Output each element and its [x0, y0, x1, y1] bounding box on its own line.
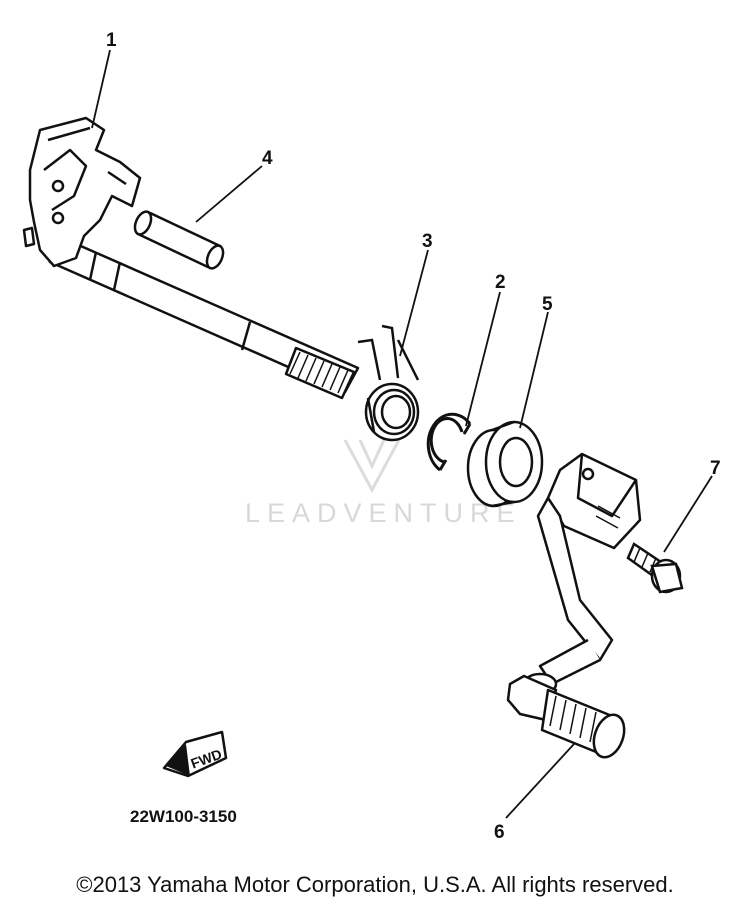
copyright-notice: ©2013 Yamaha Motor Corporation, U.S.A. A…: [76, 872, 674, 897]
leader-2: [465, 291, 501, 427]
fwd-arrow-icon: FWD: [162, 730, 228, 778]
callout-3: 3: [422, 231, 433, 252]
part-6-shift-pedal: [506, 452, 642, 759]
callout-7: 7: [710, 458, 721, 479]
leader-1: [91, 49, 111, 129]
leader-lines: [91, 49, 713, 819]
callout-2: 2: [495, 272, 506, 293]
leader-5: [519, 311, 549, 429]
callout-1: 1: [106, 30, 117, 51]
watermark-logo-icon: [343, 439, 401, 494]
callout-5: 5: [542, 294, 553, 315]
part-4-pin: [133, 210, 225, 270]
watermark: LEADVENTURE: [245, 439, 522, 528]
part-code: 22W100-3150: [130, 807, 237, 826]
part-2-circlip: [426, 412, 472, 472]
part-7-bolt: [626, 542, 684, 594]
leader-4: [195, 165, 263, 223]
leader-6: [505, 743, 575, 819]
part-3-torsion-spring: [357, 324, 420, 442]
leader-7: [663, 475, 713, 553]
callout-6: 6: [494, 822, 505, 843]
part-1-shift-shaft: [22, 116, 360, 400]
watermark-text: LEADVENTURE: [245, 498, 522, 528]
part-5-oil-seal: [466, 420, 544, 508]
callout-4: 4: [262, 148, 273, 169]
leader-3: [399, 249, 429, 357]
callouts: 1 2 3 4 5 6 7: [106, 30, 721, 843]
